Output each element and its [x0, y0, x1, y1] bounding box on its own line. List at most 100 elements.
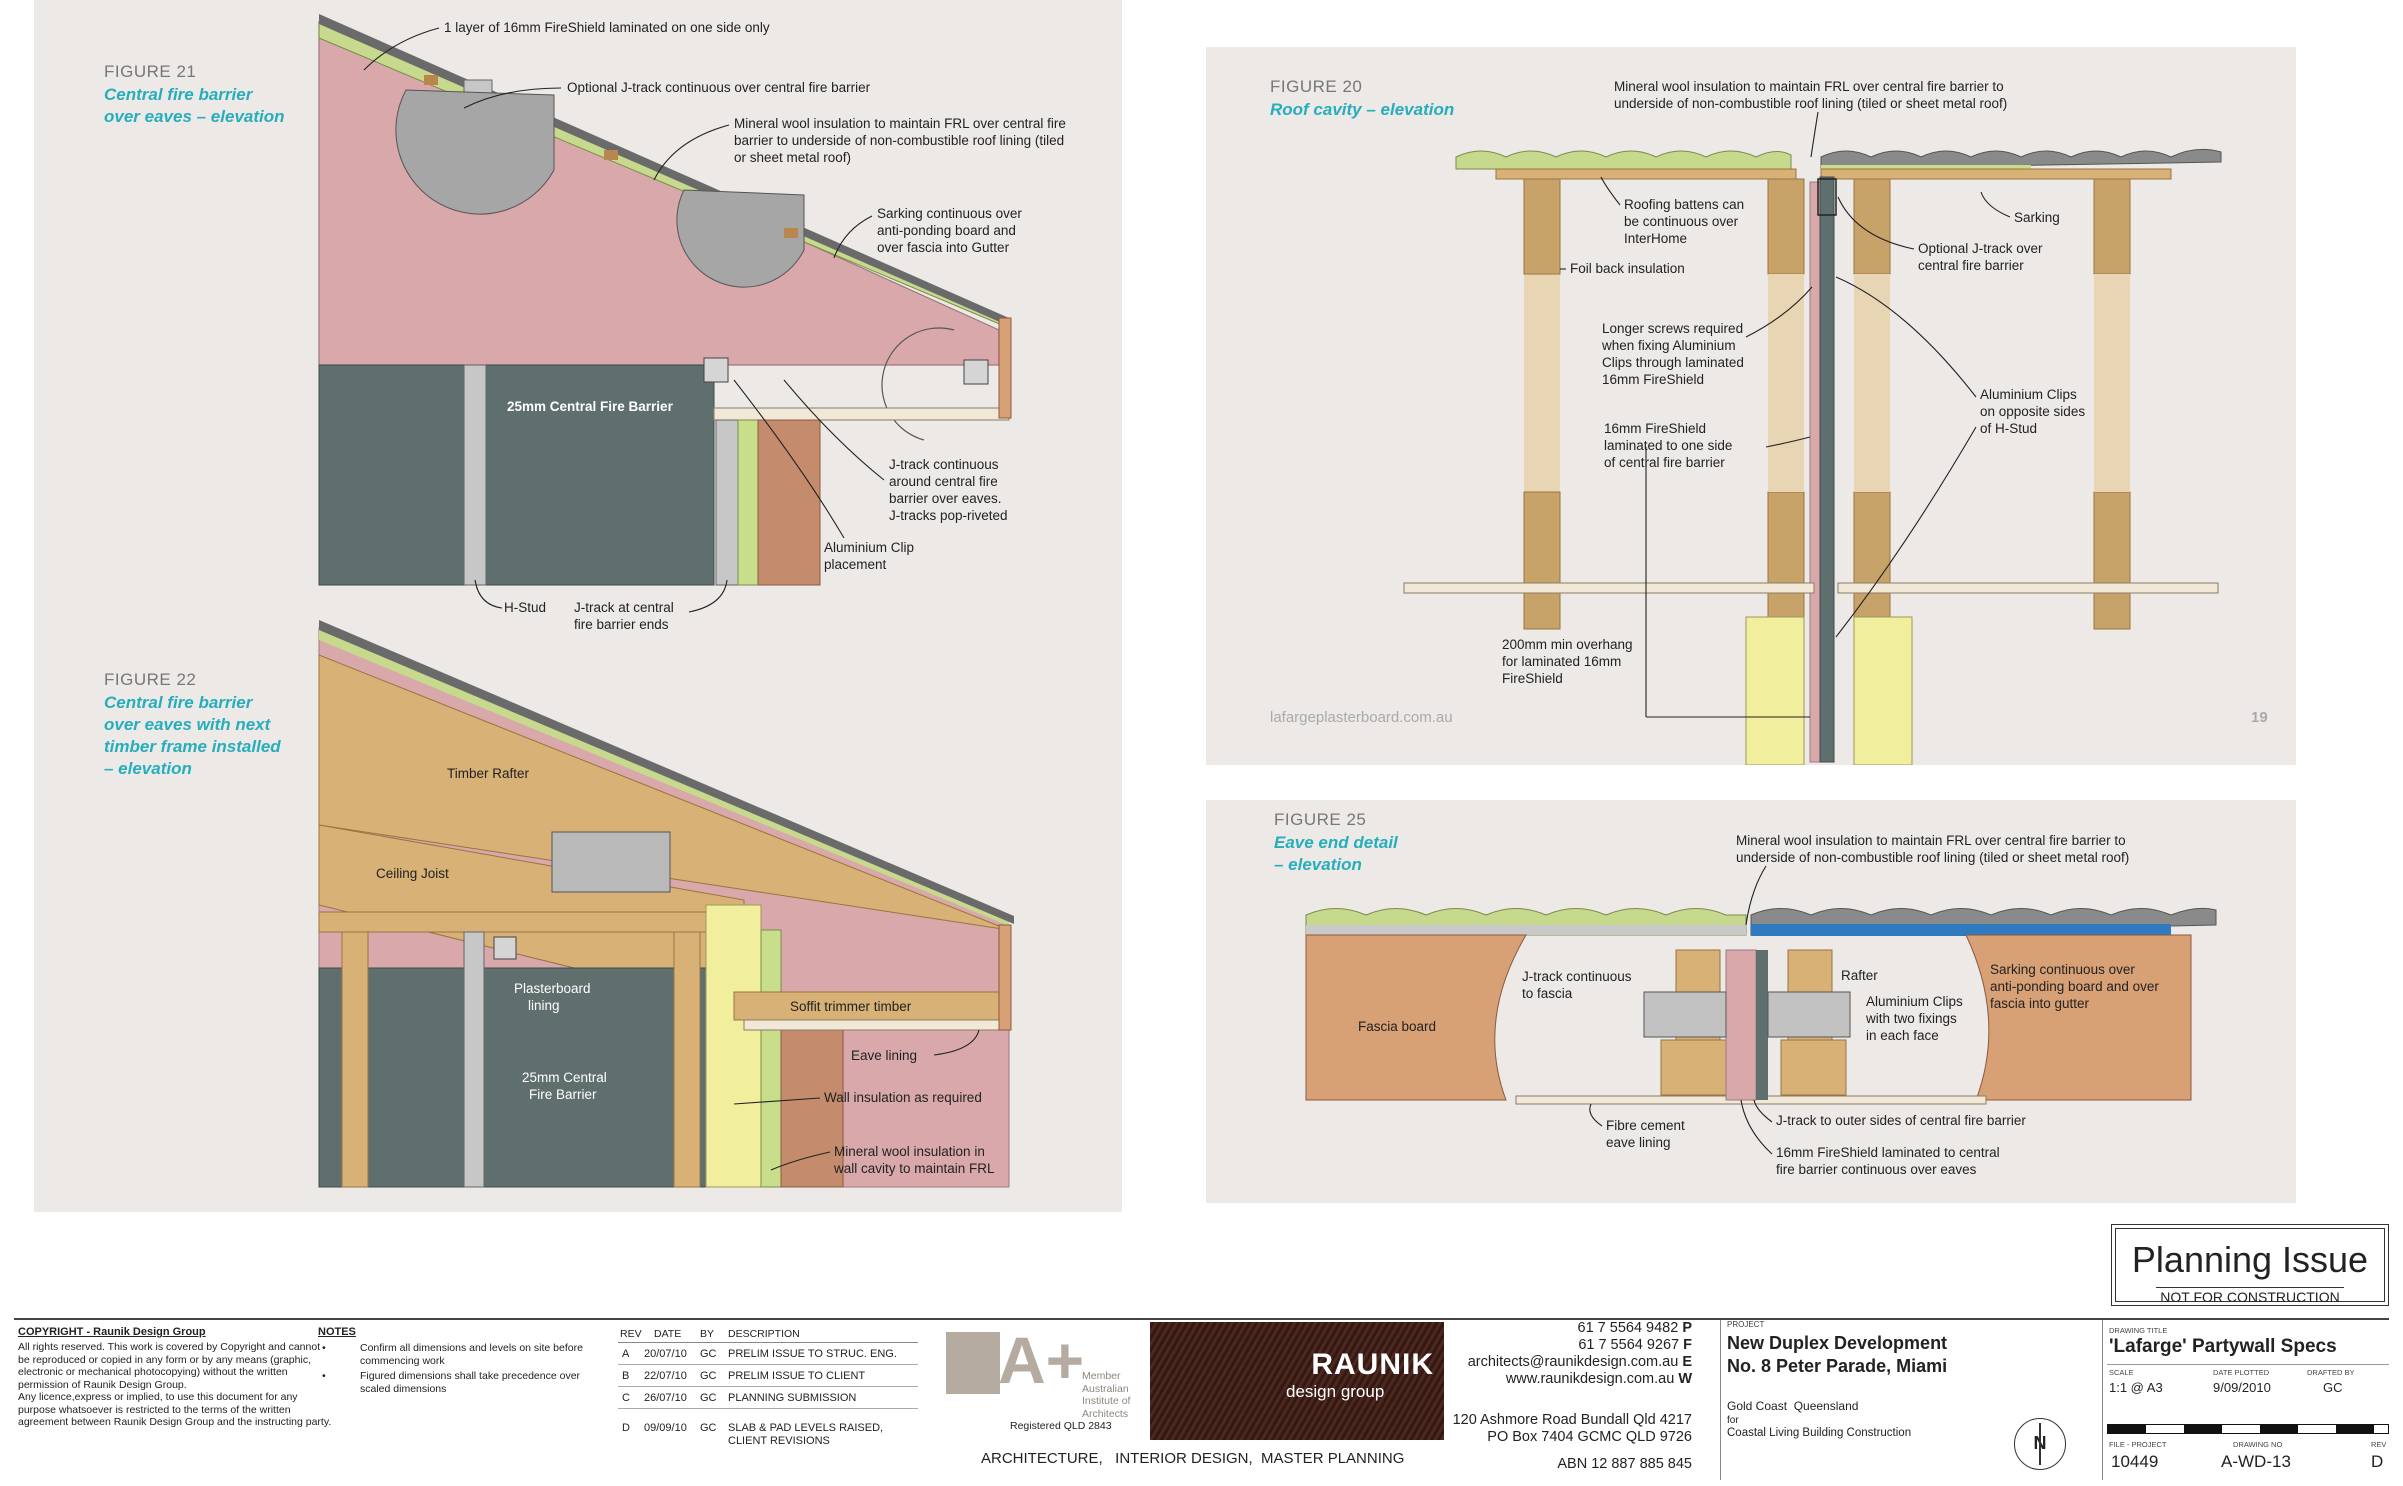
- rev-b-date: 22/07/10: [644, 1370, 687, 1382]
- fig22-number: FIGURE 22: [104, 670, 197, 689]
- rev-d-by: GC: [700, 1422, 717, 1434]
- project-name-1: New Duplex Development: [1727, 1333, 1948, 1353]
- fig20-label-optional-jtrack-1: Optional J-track over: [1918, 241, 2043, 256]
- fig22-wall-insulation: [705, 904, 762, 1188]
- drawing-title: 'Lafarge' Partywall Specs: [2109, 1336, 2337, 1357]
- contact-email[interactable]: architects@raunikdesign.com.au: [1467, 1354, 1679, 1370]
- date-value: 9/09/2010: [2213, 1380, 2271, 1395]
- fig25-label-jtrack-fascia-1: J-track continuous: [1522, 969, 1632, 984]
- rev-c-desc: PLANNING SUBMISSION: [728, 1392, 857, 1404]
- note-1-line-1: Confirm all dimensions and levels on sit…: [360, 1342, 583, 1354]
- fig20-label-sarking: Sarking: [2014, 210, 2060, 225]
- contact-fax: 61 7 5564 9267: [1578, 1337, 1680, 1353]
- aia-registered: Registered QLD 2843: [1010, 1420, 1112, 1432]
- fig20-foil-mid-r: [1854, 274, 1890, 492]
- raunik-logo-sub: design group: [1286, 1382, 1385, 1401]
- rev-d-desc2: CLIENT REVISIONS: [728, 1435, 830, 1447]
- note-1-line-2: commencing work: [360, 1354, 445, 1367]
- contact-email-tag: E: [1682, 1354, 1692, 1370]
- fig22-label-mineral-2: wall cavity to maintain FRL: [833, 1161, 995, 1176]
- rev-b-by: GC: [700, 1370, 717, 1382]
- fig25-fascia-left: [1305, 934, 1527, 1101]
- rev-c-rev: C: [622, 1392, 630, 1404]
- rev-row-a: A 20/07/10 GC PRELIM ISSUE TO STRUC. ENG…: [618, 1348, 918, 1365]
- fig25-label-jtrack-fascia-2: to fascia: [1522, 986, 1573, 1001]
- fig25-label-mineral-2: underside of non-combustible roof lining…: [1736, 850, 2129, 865]
- rev-d-rev: D: [622, 1422, 630, 1434]
- project-for: for: [1727, 1415, 1739, 1426]
- rev-c-date: 26/07/10: [644, 1392, 687, 1404]
- fig22-brick-wall: [780, 1019, 844, 1188]
- fig20-wall-insulation-right: [1853, 616, 1913, 765]
- fig22-label-plasterboard-2: lining: [528, 998, 560, 1013]
- fig21-title: Central fire barrier over eaves – elevat…: [104, 84, 285, 128]
- fig25-title-line1: Eave end detail: [1274, 833, 1398, 852]
- fig21-clip-1: [703, 357, 729, 383]
- fig25-leader-jtrack-outer: [1753, 1099, 1773, 1123]
- fig20-rafter-right-bottom: [2093, 491, 2131, 630]
- fig20-foil-mid-l: [1768, 274, 1804, 492]
- fig21-label-sarking-2: anti-ponding board and: [877, 223, 1016, 238]
- planning-stamp: Planning Issue NOT FOR CONSTRUCTION: [2111, 1224, 2389, 1306]
- fig20-label-foil: Foil back insulation: [1570, 261, 1685, 276]
- fig25-label-fireshield-2: fire barrier continuous over eaves: [1776, 1162, 1977, 1177]
- fig25-leader-fibre: [1589, 1103, 1603, 1127]
- fig20-label-overhang-2: for laminated 16mm: [1502, 654, 1621, 669]
- revisions-table: REV DATE BY DESCRIPTION A 20/07/10 GC PR…: [618, 1328, 918, 1478]
- aia-mark: A+: [998, 1323, 1085, 1397]
- fig20-leader-screws: [1745, 286, 1813, 338]
- dwg-label: DRAWING NO: [2233, 1440, 2283, 1449]
- fig25-clip-right: [1767, 991, 1851, 1038]
- fig22-stud-1: [341, 931, 369, 1188]
- fig21-label-sarking-1: Sarking continuous over: [877, 206, 1022, 221]
- fig20-leader-fireshield: [1765, 436, 1811, 448]
- scale-value: 1:1 @ A3: [2109, 1380, 2163, 1395]
- fig21-label-jtrack-ends-1: J-track at central: [574, 600, 674, 615]
- contact-web[interactable]: www.raunikdesign.com.au: [1505, 1371, 1675, 1387]
- contact-abn: ABN 12 887 885 845: [1557, 1456, 1692, 1472]
- fig25-fascia-right: [1965, 934, 2192, 1101]
- fig22-leader-eave-lining: [933, 1029, 980, 1056]
- fig20-label-clips-1: Aluminium Clips: [1980, 387, 2077, 402]
- contact-phone-tag: P: [1682, 1320, 1692, 1336]
- services-line: ARCHITECTURE, INTERIOR DESIGN, MASTER PL…: [981, 1450, 1405, 1467]
- titleblock-top-rule: [14, 1318, 2389, 1320]
- fig21-label-jtrack-around-4: J-tracks pop-riveted: [889, 508, 1008, 523]
- contact-web-row: www.raunikdesign.com.au W: [1448, 1371, 1692, 1388]
- fig25-label-clips-2: with two fixings: [1865, 1011, 1957, 1026]
- raunik-logo: RAUNIK design group: [1150, 1322, 1444, 1440]
- fig25-leader-mineral: [1745, 865, 1767, 926]
- fig20-label-screws-1: Longer screws required: [1602, 321, 1743, 336]
- note-2-line-1: Figured dimensions shall take precedence…: [360, 1370, 581, 1382]
- fig20-leader-optional-jtrack: [1837, 196, 1915, 250]
- rev-c-by: GC: [700, 1392, 717, 1404]
- fig21-label-clip-2: placement: [824, 557, 887, 572]
- fig22-label-soffit: Soffit trimmer timber: [790, 999, 912, 1014]
- note-2: • Figured dimensions shall take preceden…: [318, 1370, 583, 1395]
- note-1-bullet: •: [322, 1342, 326, 1354]
- contact-fax-row: 61 7 5564 9267 F: [1448, 1337, 1692, 1354]
- fig25-label-fibre-1: Fibre cement: [1606, 1118, 1685, 1133]
- contact-spacer: [1448, 1388, 1692, 1412]
- fig25-number: FIGURE 25: [1274, 810, 1367, 829]
- fig20-roof-sheet-left: [1455, 150, 1792, 170]
- fig21-cutaway-3: [881, 327, 955, 441]
- copyright-heading: COPYRIGHT - Raunik Design Group: [18, 1326, 206, 1338]
- file-label: FILE - PROJECT: [2109, 1440, 2167, 1449]
- fig25-central-barrier: [1756, 950, 1768, 1100]
- fig21-brick-wall: [757, 419, 821, 586]
- rev-d-desc: SLAB & PAD LEVELS RAISED,: [728, 1422, 884, 1434]
- fig22-dark-barrier: [318, 967, 745, 1188]
- fig20-label-mineral-2: underside of non-combustible roof lining…: [1614, 96, 2007, 111]
- fig21-leader-optional-jtrack: [463, 87, 562, 109]
- fig22-label-mineral-1: Mineral wool insulation in: [834, 1144, 985, 1159]
- fig21-batten-3: [784, 228, 798, 238]
- fig22-roof-sheet: [319, 620, 1014, 924]
- fig20-rafter-mid-r-bottom: [1853, 491, 1891, 630]
- fig20-fireshield-layer: [1809, 181, 1821, 763]
- fig21-cutaway-1: [395, 89, 555, 215]
- rev-a-rev: A: [622, 1348, 630, 1360]
- fig21-leader-fireshield: [363, 27, 440, 71]
- fig21-label-hstud: H-Stud: [504, 600, 546, 615]
- fig20-leader-clips-1: [1835, 276, 1977, 398]
